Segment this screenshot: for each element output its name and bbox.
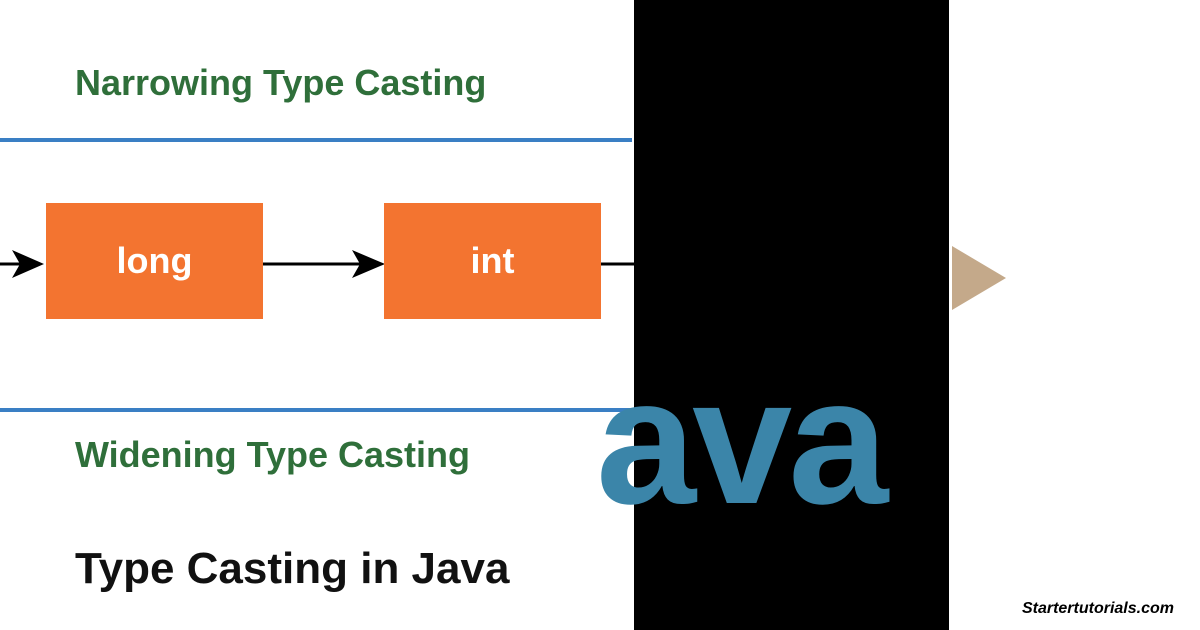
arrow-long-to-int: [263, 250, 385, 278]
node-long-label: long: [116, 240, 193, 281]
node-int-label: int: [470, 240, 515, 281]
flow-arrows: [0, 250, 640, 278]
top-divider: [0, 138, 632, 142]
node-int: int: [384, 203, 601, 319]
diagram-caption: Type Casting in Java: [75, 544, 510, 593]
play-icon: [952, 246, 1006, 310]
java-logo-text: ava: [596, 341, 888, 542]
site-credit: Startertutorials.com: [1021, 600, 1174, 617]
narrowing-heading: Narrowing Type Casting: [75, 62, 487, 103]
logo-panel: [634, 0, 949, 630]
node-long: long: [46, 203, 263, 319]
arrow-into-long: [0, 250, 44, 278]
widening-heading: Widening Type Casting: [75, 434, 471, 475]
bottom-divider: [0, 408, 632, 412]
